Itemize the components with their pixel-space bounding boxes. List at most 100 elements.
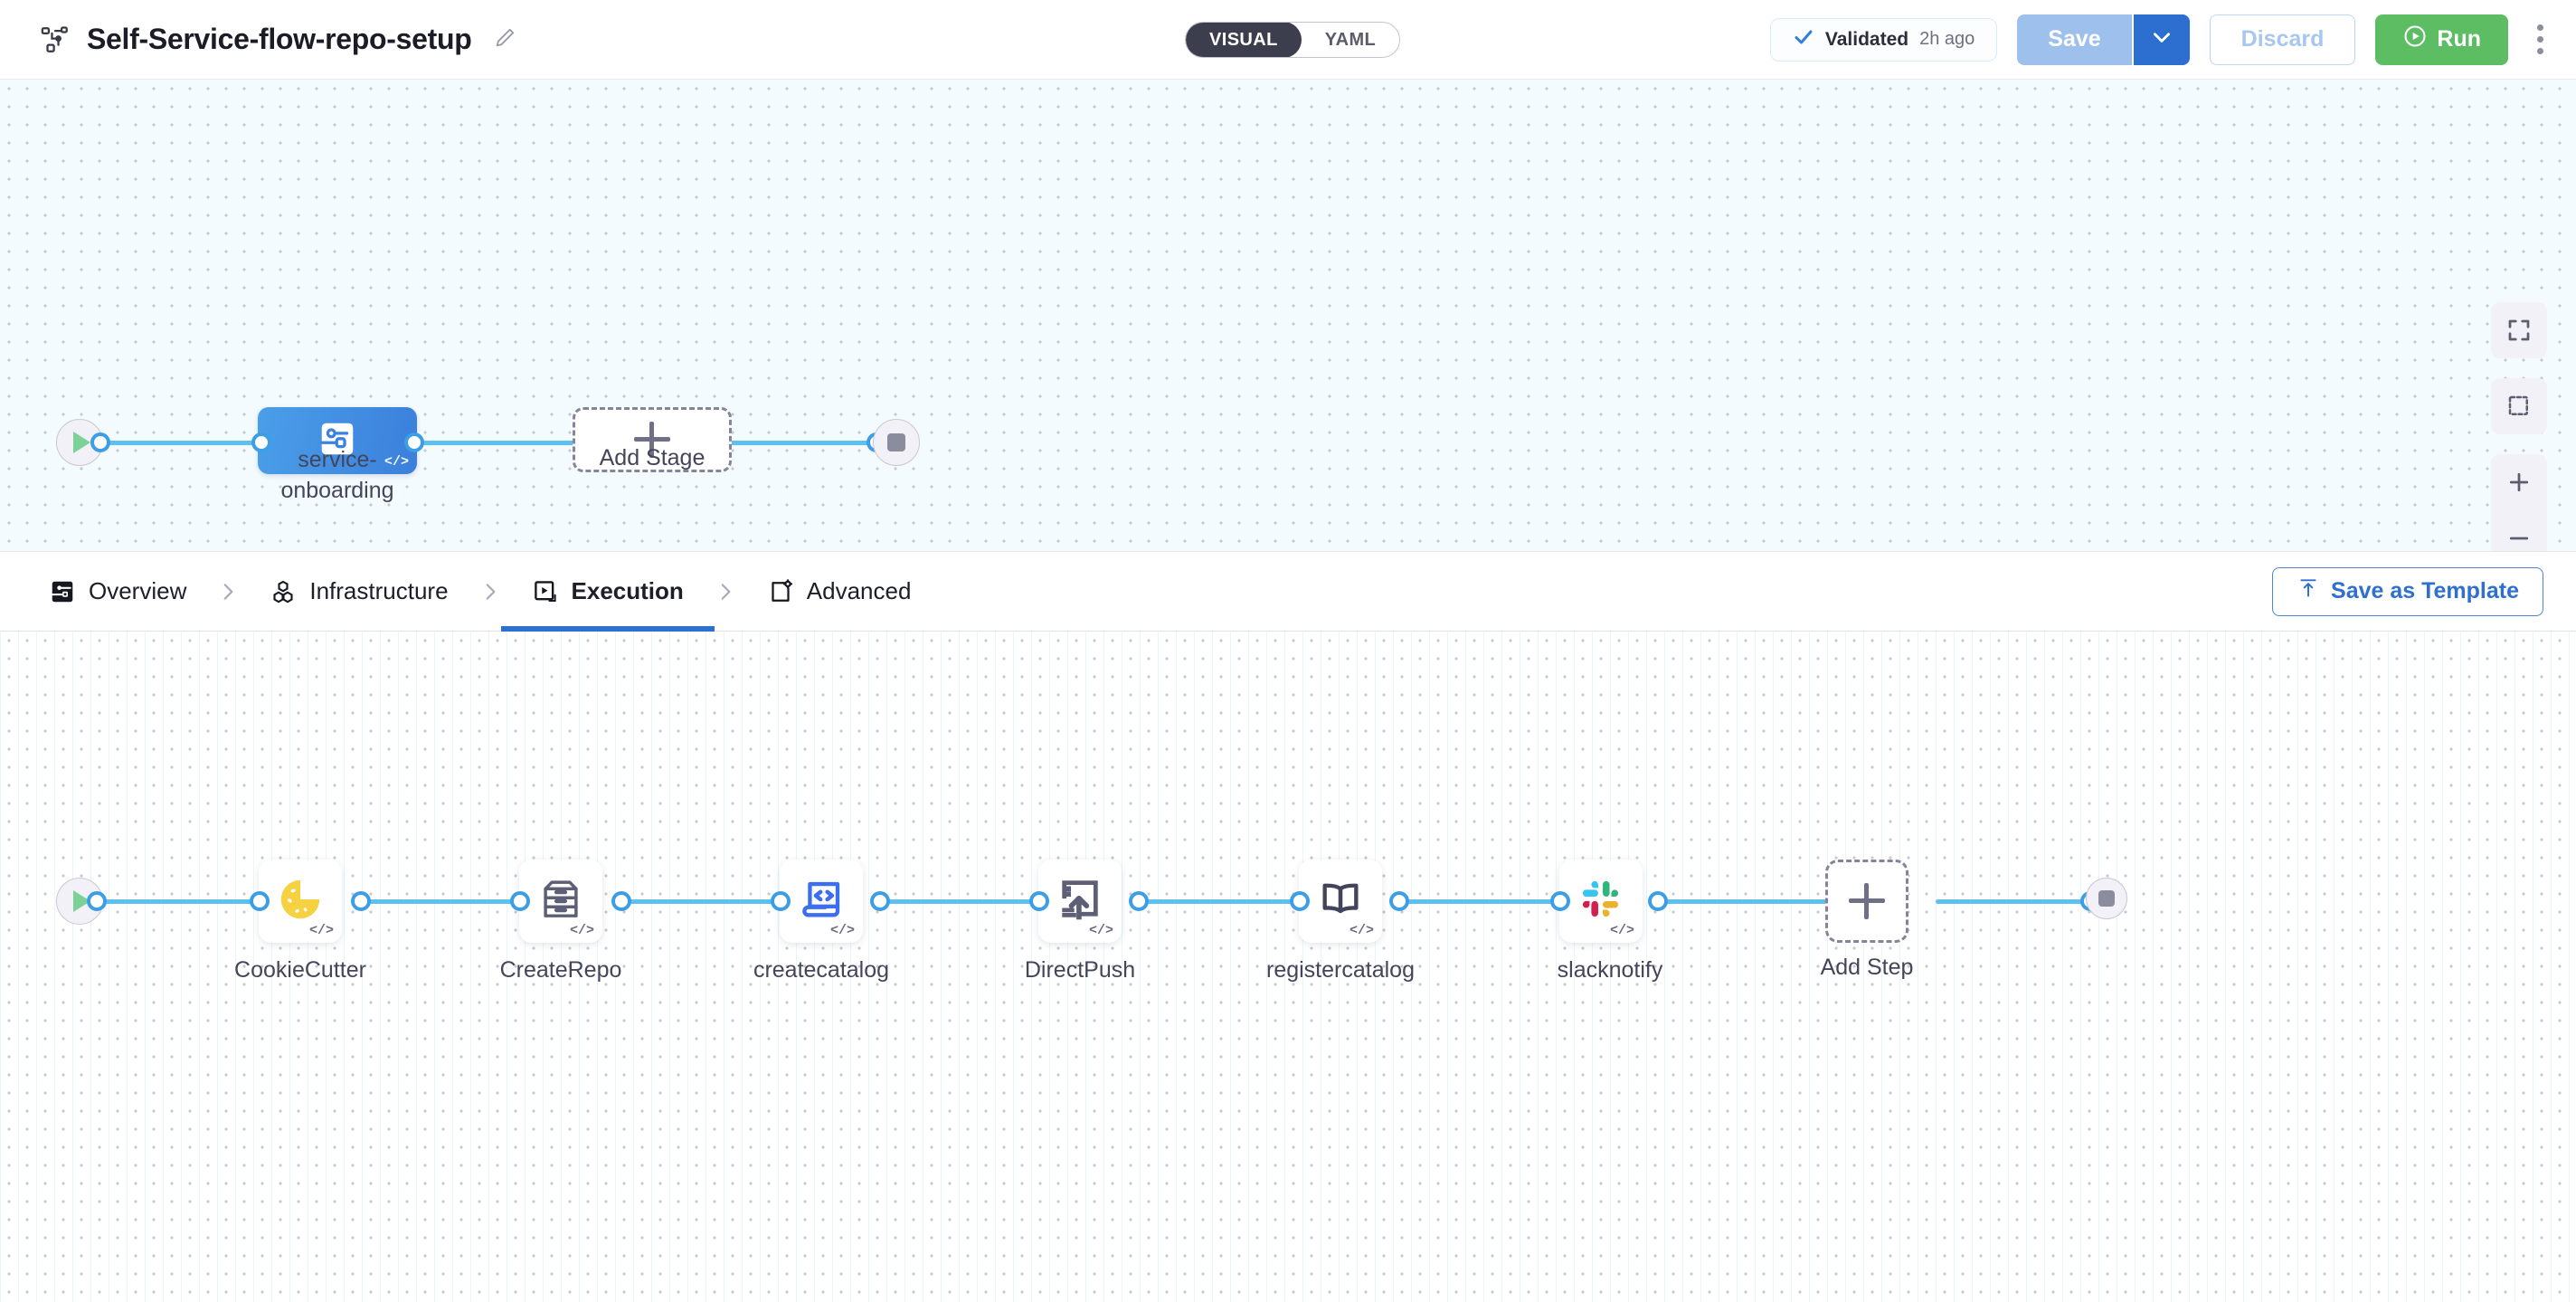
stage-tabbar: Overview Infrastructure bbox=[0, 552, 2576, 632]
add-stage-label: Add Stage bbox=[599, 445, 706, 470]
save-button[interactable]: Save bbox=[2017, 14, 2132, 65]
step-wire-3 bbox=[619, 899, 781, 904]
step-node-directpush[interactable]: </> bbox=[1038, 860, 1122, 943]
validated-label: Validated bbox=[1824, 28, 1909, 50]
step-port-6b[interactable] bbox=[1648, 891, 1668, 911]
stage-node-service-onboarding[interactable]: </> bbox=[258, 407, 417, 474]
canvas-controls bbox=[2491, 302, 2547, 551]
tab-list: Overview Infrastructure bbox=[0, 552, 916, 632]
run-button[interactable]: Run bbox=[2375, 14, 2508, 65]
validated-time: 2h ago bbox=[1919, 29, 1975, 49]
stage-out-port[interactable] bbox=[404, 432, 424, 452]
step-code-badge-2: </> bbox=[569, 923, 594, 938]
save-as-template-button[interactable]: Save as Template bbox=[2272, 566, 2543, 616]
header-actions: Validated 2h ago Save Discard bbox=[1769, 14, 2552, 65]
tab-execution[interactable]: Execution bbox=[500, 552, 715, 632]
save-button-group[interactable]: Save bbox=[2017, 14, 2190, 65]
chevron-right-icon-3 bbox=[689, 580, 762, 603]
execution-step-canvas[interactable]: </> CookieCutter </> CreateRepo bbox=[0, 632, 2576, 1302]
app-header: Self-Service-flow-repo-setup VISUAL YAML bbox=[0, 0, 2576, 80]
tab-infrastructure-label: Infrastructure bbox=[309, 577, 449, 604]
toggle-visual[interactable]: VISUAL bbox=[1186, 22, 1302, 57]
play-circle-icon bbox=[2402, 24, 2428, 55]
stage-code-badge: </> bbox=[384, 454, 409, 470]
execution-start-port[interactable] bbox=[87, 891, 107, 911]
stop-icon bbox=[2098, 890, 2115, 907]
toggle-yaml[interactable]: YAML bbox=[1324, 29, 1377, 50]
step-wire-4 bbox=[877, 899, 1040, 904]
page-title: Self-Service-flow-repo-setup bbox=[87, 23, 472, 55]
plus-icon bbox=[634, 422, 670, 458]
save-as-template-label: Save as Template bbox=[2331, 578, 2519, 603]
push-upload-icon bbox=[1056, 876, 1103, 927]
selection-box-icon[interactable] bbox=[2491, 378, 2547, 434]
cookie-icon bbox=[277, 876, 324, 927]
step-label-cookiecutter: CookieCutter bbox=[234, 957, 366, 983]
step-code-badge-1: </> bbox=[308, 923, 334, 938]
infrastructure-icon bbox=[270, 578, 297, 605]
step-label-createcatalog: createcatalog bbox=[753, 957, 890, 983]
zoom-controls bbox=[2491, 454, 2547, 551]
code-page-icon bbox=[798, 876, 845, 927]
discard-button[interactable]: Discard bbox=[2209, 14, 2356, 65]
step-label-slacknotify: slacknotify bbox=[1557, 957, 1663, 983]
chevron-right-icon-2 bbox=[454, 580, 526, 603]
tab-overview[interactable]: Overview bbox=[43, 552, 192, 632]
step-port-5a[interactable] bbox=[1290, 891, 1310, 911]
tab-infrastructure[interactable]: Infrastructure bbox=[264, 552, 453, 632]
step-port-3b[interactable] bbox=[870, 891, 890, 911]
add-stage-button[interactable] bbox=[573, 407, 732, 472]
step-code-badge-4: </> bbox=[1088, 923, 1113, 938]
step-port-1a[interactable] bbox=[250, 891, 270, 911]
play-icon bbox=[73, 890, 90, 912]
zoom-in-icon[interactable] bbox=[2491, 454, 2547, 510]
tab-advanced[interactable]: Advanced bbox=[762, 552, 917, 632]
step-code-badge-3: </> bbox=[829, 923, 855, 938]
tab-advanced-label: Advanced bbox=[806, 577, 912, 604]
step-port-6a[interactable] bbox=[1550, 891, 1570, 911]
play-icon bbox=[73, 432, 90, 453]
chevron-right-icon bbox=[192, 580, 264, 603]
execution-end-node[interactable] bbox=[2086, 878, 2127, 919]
add-step-button[interactable] bbox=[1825, 860, 1908, 943]
stage-wire-1 bbox=[94, 441, 261, 445]
step-port-3a[interactable] bbox=[771, 891, 791, 911]
step-node-createcatalog[interactable]: </> bbox=[780, 860, 863, 943]
step-port-2a[interactable] bbox=[510, 891, 530, 911]
run-label: Run bbox=[2437, 26, 2481, 52]
advanced-icon bbox=[767, 578, 794, 605]
step-node-cookiecutter[interactable]: </> bbox=[259, 860, 342, 943]
kebab-menu-icon[interactable] bbox=[2528, 17, 2552, 62]
step-port-4a[interactable] bbox=[1029, 891, 1049, 911]
step-node-registercatalog[interactable]: </> bbox=[1299, 860, 1382, 943]
step-port-2b[interactable] bbox=[611, 891, 631, 911]
fit-to-screen-icon[interactable] bbox=[2491, 302, 2547, 358]
status-badge: Validated 2h ago bbox=[1769, 17, 1998, 62]
step-node-slacknotify[interactable]: </> bbox=[1559, 860, 1643, 943]
step-code-badge-5: </> bbox=[1349, 923, 1374, 938]
stage-canvas[interactable]: </> service- onboarding Add Stage bbox=[0, 80, 2576, 552]
check-icon bbox=[1793, 26, 1814, 52]
pipeline-end-node[interactable] bbox=[873, 419, 920, 466]
execution-icon bbox=[532, 578, 559, 605]
stage-start-port[interactable] bbox=[90, 432, 110, 452]
step-port-5b[interactable] bbox=[1389, 891, 1409, 911]
view-mode-toggle[interactable]: VISUAL YAML bbox=[1185, 21, 1401, 58]
stage-in-port[interactable] bbox=[251, 432, 271, 452]
step-code-badge-6: </> bbox=[1609, 923, 1634, 938]
step-port-4b[interactable] bbox=[1129, 891, 1149, 911]
step-port-1b[interactable] bbox=[351, 891, 371, 911]
header-left: Self-Service-flow-repo-setup bbox=[0, 23, 518, 56]
service-icon bbox=[317, 418, 358, 464]
save-dropdown-button[interactable] bbox=[2131, 14, 2190, 65]
zoom-out-icon[interactable] bbox=[2491, 510, 2547, 551]
tab-execution-label: Execution bbox=[571, 577, 684, 604]
step-label-directpush: DirectPush bbox=[1024, 957, 1136, 983]
step-wire-2 bbox=[358, 899, 521, 904]
step-wire-7 bbox=[1655, 899, 1827, 904]
template-upload-icon bbox=[2297, 576, 2320, 606]
step-node-createrepo[interactable]: </> bbox=[519, 860, 602, 943]
chevron-down-icon bbox=[2150, 25, 2174, 53]
tab-overview-label: Overview bbox=[89, 577, 187, 604]
edit-pencil-icon[interactable] bbox=[488, 24, 518, 54]
